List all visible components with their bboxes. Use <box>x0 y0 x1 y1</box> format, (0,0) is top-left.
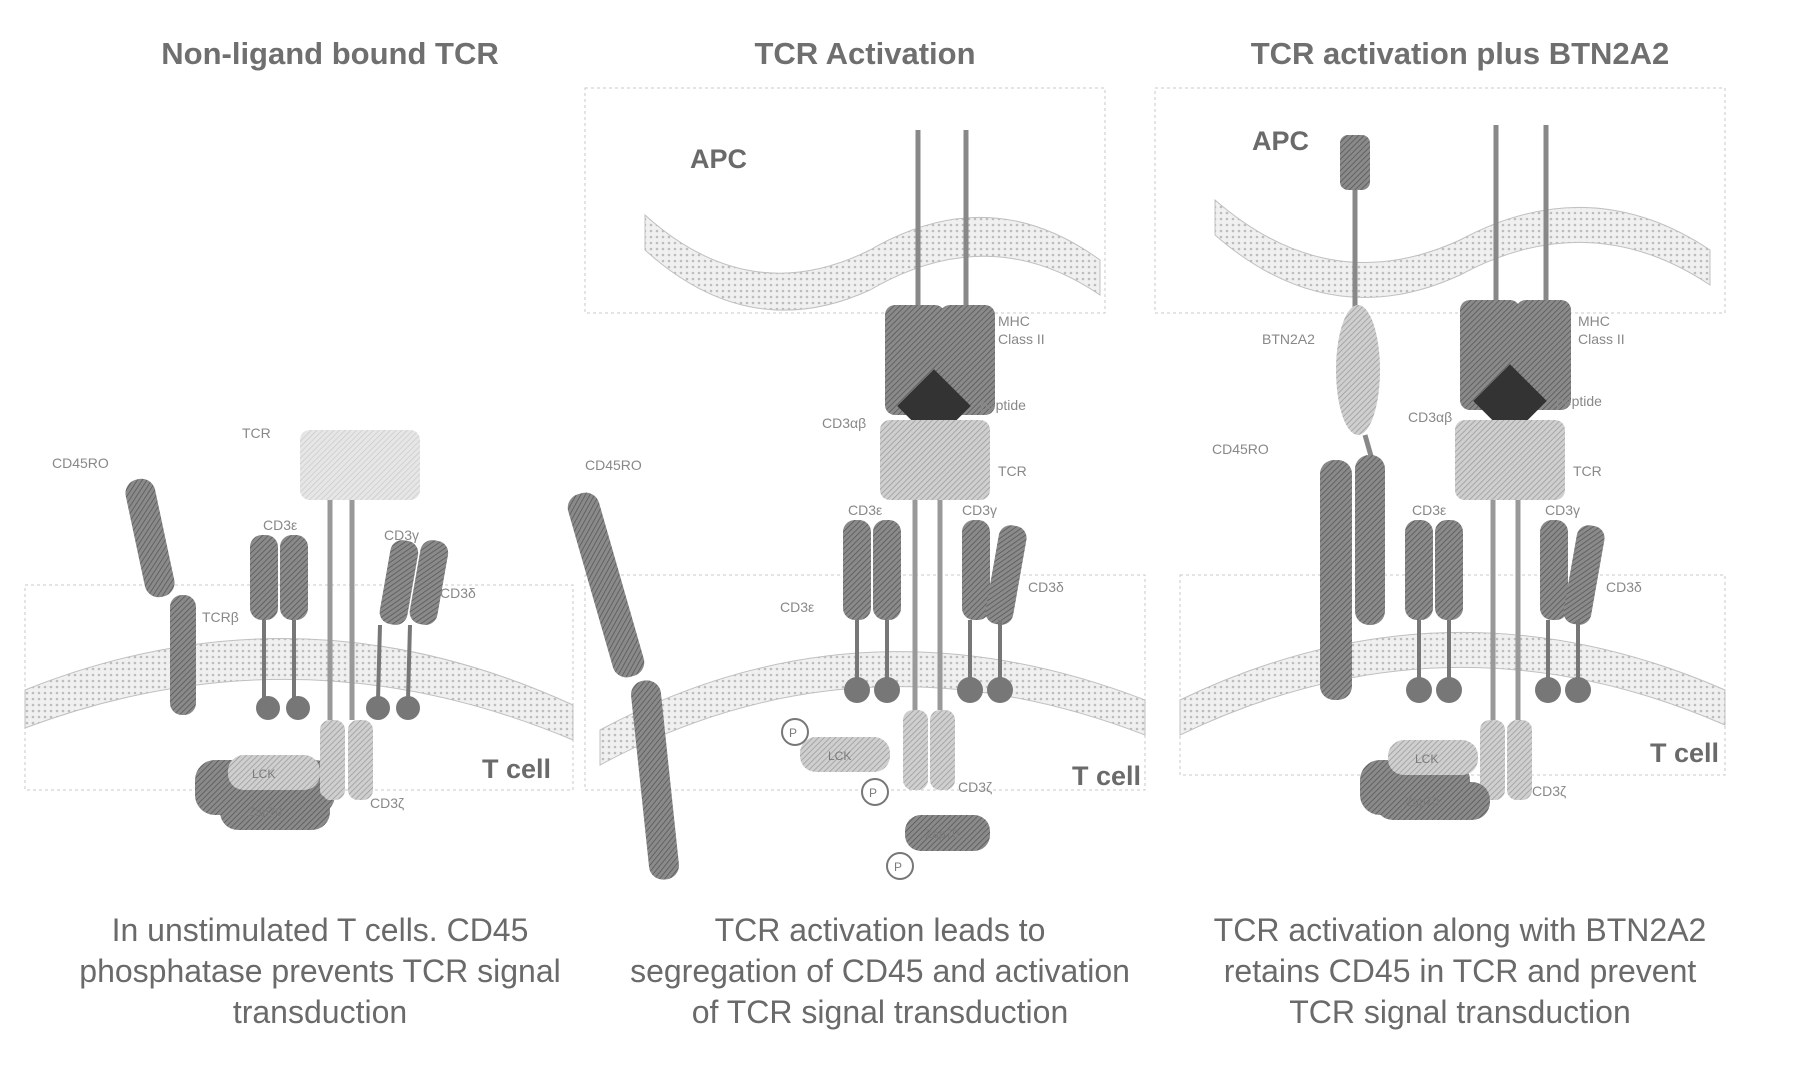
caption-line: phosphatase prevents TCR signal <box>79 953 561 989</box>
label-cd3g-2: CD3γ <box>962 502 997 518</box>
label-mhc-2: MHC <box>998 313 1030 329</box>
label-mhc-3: MHC <box>1578 313 1610 329</box>
label-cd3e-1: CD3ε <box>263 517 297 533</box>
label-zap70-1: Zap70 <box>248 805 282 819</box>
label-cd3d-1: CD3δ <box>440 585 476 601</box>
tcr-3 <box>1455 420 1565 500</box>
cd3-left-2 <box>843 520 871 620</box>
cd3-left-3 <box>1405 520 1433 620</box>
label-cd3-alpha-2: CD3αβ <box>822 415 866 431</box>
label-cd3e2-2: CD3ε <box>780 599 814 615</box>
label-cd3e-3: CD3ε <box>1412 502 1446 518</box>
cd3-zeta-chain-3 <box>1480 720 1505 800</box>
svg-text:P: P <box>789 726 797 740</box>
phosphate-2-2: P <box>861 778 889 806</box>
label-cd45-1: CD45RO <box>52 455 109 471</box>
caption-line: retains CD45 in TCR and prevent <box>1223 953 1697 989</box>
label-cd3d-2: CD3δ <box>1028 579 1064 595</box>
label-mhc-class-3: Class II <box>1578 331 1625 347</box>
caption-line: of TCR signal transduction <box>691 994 1069 1030</box>
label-cd3g-1: CD3γ <box>384 527 419 543</box>
label-t-cell-3: T cell <box>1650 738 1719 768</box>
membrane-1 <box>24 638 574 741</box>
btn2a2-protein-3 <box>1336 135 1380 471</box>
label-cd45-2: CD45RO <box>585 457 642 473</box>
cd45-protein-2 <box>567 492 679 880</box>
caption-line: transduction <box>232 994 408 1030</box>
peptide-3 <box>1473 364 1547 438</box>
apc-region-2 <box>584 87 1106 314</box>
label-apc-2: APC <box>690 144 747 174</box>
panel1-caption: In unstimulated T cells. CD45 phosphatas… <box>50 910 590 1033</box>
caption-line: TCR activation leads to <box>714 912 1046 948</box>
panel3-title: TCR activation plus BTN2A2 <box>1250 36 1670 71</box>
svg-text:P: P <box>869 786 877 800</box>
membrane-2 <box>599 651 1146 766</box>
label-lck-3: LCK <box>1415 752 1438 766</box>
panel1-diagram: CD45RO TCR CD3ε CD3γ CD3δ TCRβ CD3ζ LCK … <box>24 425 574 830</box>
lck-3 <box>1388 740 1478 775</box>
apc-region-3 <box>1154 87 1726 314</box>
panel2-title: TCR Activation <box>754 36 976 71</box>
label-lck-1: LCK <box>252 767 275 781</box>
label-apc-3: APC <box>1252 126 1309 156</box>
label-cd3e-2: CD3ε <box>848 502 882 518</box>
label-tcr-1: TCR <box>242 425 271 441</box>
panel2-diagram: P P P APC MHC Class II peptide CD45RO CD… <box>567 87 1146 880</box>
label-cd3z-1: CD3ζ <box>370 795 404 811</box>
label-tcr-2: TCR <box>998 463 1027 479</box>
label-tcr-3: TCR <box>1573 463 1602 479</box>
caption-line: In unstimulated T cells. CD45 <box>111 912 529 948</box>
label-mhc-class-2: Class II <box>998 331 1045 347</box>
label-cd3-alpha-3: CD3αβ <box>1408 409 1452 425</box>
svg-text:P: P <box>894 860 902 874</box>
label-cd3z-2: CD3ζ <box>958 779 992 795</box>
caption-line: TCR signal transduction <box>1289 994 1631 1030</box>
lck-1 <box>228 755 320 790</box>
cd3-left-1 <box>250 535 310 720</box>
label-lck-2: LCK <box>828 749 851 763</box>
zap70-3 <box>1375 782 1490 820</box>
apc-membrane-3 <box>1214 198 1711 298</box>
label-t-cell-2: T cell <box>1072 761 1141 791</box>
phosphate-1-2: P <box>781 718 809 746</box>
label-t-cell-1: T cell <box>482 754 551 784</box>
label-zap70-2: Zap70 <box>925 827 959 841</box>
cd3-zeta-chain-2 <box>903 710 928 790</box>
caption-line: segregation of CD45 and activation <box>630 953 1130 989</box>
panel1-title: Non-ligand bound TCR <box>161 36 499 71</box>
apc-membrane-2 <box>644 213 1101 311</box>
caption-line: TCR activation along with BTN2A2 <box>1213 912 1707 948</box>
label-btn-3: BTN2A2 <box>1262 331 1315 347</box>
label-cd3d-3: CD3δ <box>1606 579 1642 595</box>
cd3-right-3 <box>1540 520 1568 620</box>
cd3-right-2 <box>962 520 990 620</box>
panel3-diagram: APC BTN2A2 MHC Class II peptide CD45RO C… <box>1154 87 1726 820</box>
tcr-2 <box>880 420 990 500</box>
label-cd3g-3: CD3γ <box>1545 502 1580 518</box>
tcr-head-1 <box>300 430 420 500</box>
phosphate-3-2: P <box>886 852 914 880</box>
cd3-right-1 <box>366 540 449 720</box>
zap70-1 <box>220 792 330 830</box>
label-cd3z-3: CD3ζ <box>1532 783 1566 799</box>
cd3-zeta-chain-1 <box>320 720 345 800</box>
zap70-2 <box>905 815 990 851</box>
panel2-caption: TCR activation leads to segregation of C… <box>600 910 1160 1033</box>
label-peptide-3: peptide <box>1556 393 1602 409</box>
label-zap70-3: Zap70 <box>1405 795 1439 809</box>
lck-2 <box>800 737 890 772</box>
label-tcr-chain-1: TCRβ <box>202 609 239 625</box>
label-peptide-2: peptide <box>980 397 1026 413</box>
panel3-caption: TCR activation along with BTN2A2 retains… <box>1175 910 1745 1033</box>
label-cd45-3: CD45RO <box>1212 441 1269 457</box>
t-cell-region-2 <box>584 574 1146 791</box>
